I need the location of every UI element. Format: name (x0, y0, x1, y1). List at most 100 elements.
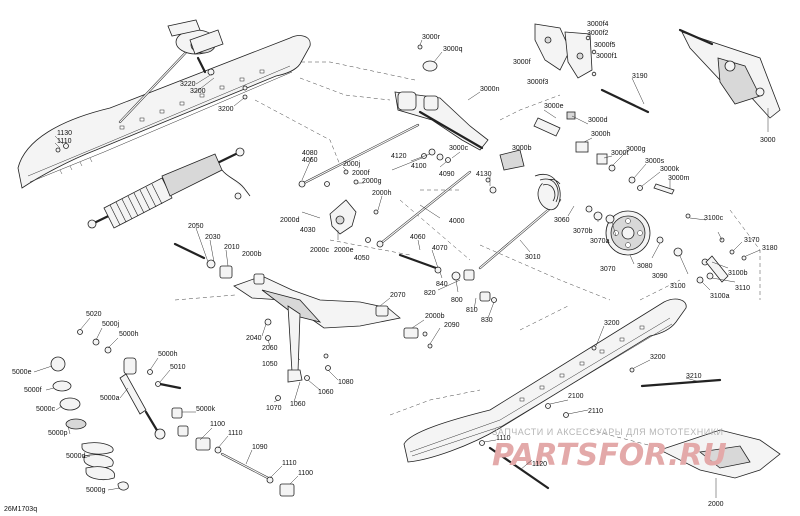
callout-3000g: 3000g (626, 146, 646, 153)
callout-5000c: 5000c (36, 406, 56, 413)
callout-2110: 2110 (588, 408, 603, 415)
callout-820: 820 (424, 290, 436, 297)
callout-3000f: 3000f (513, 59, 531, 66)
callout-5000p: 5000p (48, 430, 68, 437)
callout-3170: 3170 (744, 237, 760, 244)
lower-shock-assembly (50, 329, 183, 491)
callout-3190: 3190 (632, 73, 648, 80)
upper-center-arm (298, 44, 497, 248)
callout-3210: 3210 (686, 373, 702, 380)
callout-3100a: 3100a (710, 293, 730, 300)
callout-1080: 1080 (338, 379, 354, 386)
callout-3000f5: 3000f5 (594, 42, 616, 49)
callout-3000f3: 3000f3 (527, 79, 549, 86)
lower-pin-set (177, 425, 295, 497)
callout-2000d: 2000d (280, 217, 300, 224)
callout-5000e: 5000e (12, 369, 32, 376)
callout-labels: 3220 3200 3200 1130 1110 3000r 3000q 300… (12, 21, 778, 508)
callout-5000f: 5000f (24, 387, 42, 394)
callout-1120: 1120 (532, 461, 547, 468)
callout-5000d: 5000d (66, 453, 86, 460)
callout-3070a: 3070a (590, 238, 610, 245)
callout-2000e: 2000e (334, 247, 354, 254)
callout-1110: 1110 (496, 435, 511, 442)
front-shock-mount (55, 19, 248, 153)
callout-3090: 3090 (652, 273, 668, 280)
callout-3000m: 3000m (668, 175, 690, 182)
callout-5000h: 5000h (119, 331, 139, 338)
callout-1090: 1090 (252, 444, 268, 451)
middle-shafts (533, 111, 675, 195)
callout-3070: 3070 (600, 266, 616, 273)
callout-3200: 3200 (218, 106, 234, 113)
callout-3000f1: 3000f1 (596, 53, 618, 60)
callout-830: 830 (481, 317, 493, 324)
callout-2100: 2100 (568, 393, 584, 400)
callout-3000h: 3000h (591, 131, 611, 138)
callout-2000h: 2000h (372, 190, 392, 197)
callout-3100b: 3100b (728, 270, 748, 277)
callout-3100c: 3100c (704, 215, 724, 222)
callout-3000: 3000 (760, 137, 776, 144)
watermark: ЗАПЧАСТИ И АКСЕССУАРЫ ДЛЯ МОТОТЕХНИКИ PA… (492, 427, 727, 473)
callout-2000c: 2000c (310, 247, 330, 254)
callout-3110: 3110 (735, 285, 750, 292)
callout-2030: 2030 (205, 234, 221, 241)
callout-2060: 2060 (262, 345, 278, 352)
callout-800: 800 (451, 297, 463, 304)
callout-5000a: 5000a (100, 395, 120, 402)
callout-5020: 5020 (86, 311, 102, 318)
upper-right-brackets (534, 23, 650, 114)
callout-1110: 1110 (282, 460, 297, 467)
torsion-spring-and-rod (478, 149, 562, 270)
callout-3000e: 3000e (544, 103, 564, 110)
callout-3070b: 3070b (573, 228, 593, 235)
callout-2090: 2090 (444, 322, 460, 329)
idler-wheel (585, 205, 747, 284)
callout-1050: 1050 (262, 361, 278, 368)
callout-5000g: 5000g (86, 487, 106, 494)
callout-5010: 5010 (170, 364, 186, 371)
callout-1110: 1110 (228, 430, 243, 437)
callout-1070: 1070 (266, 405, 282, 412)
callout-2050: 2050 (188, 223, 204, 230)
callout-2000: 2000 (708, 501, 724, 508)
callout-4130: 4130 (476, 171, 492, 178)
callout-2000g: 2000g (362, 178, 382, 185)
callout-4050: 4050 (354, 255, 370, 262)
callout-1060: 1060 (318, 389, 334, 396)
callout-3000f4: 3000f4 (587, 21, 609, 28)
callout-1130: 1130 (57, 130, 72, 137)
callout-3000c: 3000c (449, 145, 469, 152)
callout-2000j: 2000j (343, 161, 361, 168)
callout-3000f2: 3000f2 (587, 30, 609, 37)
callout-1060: 1060 (290, 401, 306, 408)
callout-2000b: 2000b (242, 251, 262, 258)
callout-4100: 4100 (411, 163, 427, 170)
callout-3000s: 3000s (645, 158, 665, 165)
callout-4120: 4120 (391, 153, 407, 160)
watermark-caption: ЗАПЧАСТИ И АКСЕССУАРЫ ДЛЯ МОТОТЕХНИКИ (492, 427, 723, 437)
callout-1100: 1100 (210, 421, 225, 428)
center-a-arm (173, 242, 433, 401)
callout-2000b: 2000b (425, 313, 445, 320)
callout-2070: 2070 (390, 292, 406, 299)
callout-4080: 4080 (302, 150, 318, 157)
callout-3000n: 3000n (480, 86, 500, 93)
callout-5000h: 5000h (158, 351, 178, 358)
diagram-reference-code: 26M1703q (4, 506, 37, 513)
callout-2010: 2010 (224, 244, 240, 251)
lower-right-arm (658, 429, 781, 479)
callout-4060: 4060 (410, 234, 426, 241)
rail-left-upper (17, 35, 311, 189)
callout-4000: 4000 (449, 218, 465, 225)
callout-1100: 1100 (298, 470, 313, 477)
callout-3200: 3200 (190, 88, 206, 95)
callout-3000q: 3000q (443, 46, 463, 53)
drive-shaft-assembly (678, 28, 781, 119)
callout-2040: 2040 (246, 335, 262, 342)
watermark-logo: PARTSFOR.RU (492, 438, 727, 473)
callout-4030: 4030 (300, 227, 316, 234)
rail-right-lower (403, 298, 722, 490)
